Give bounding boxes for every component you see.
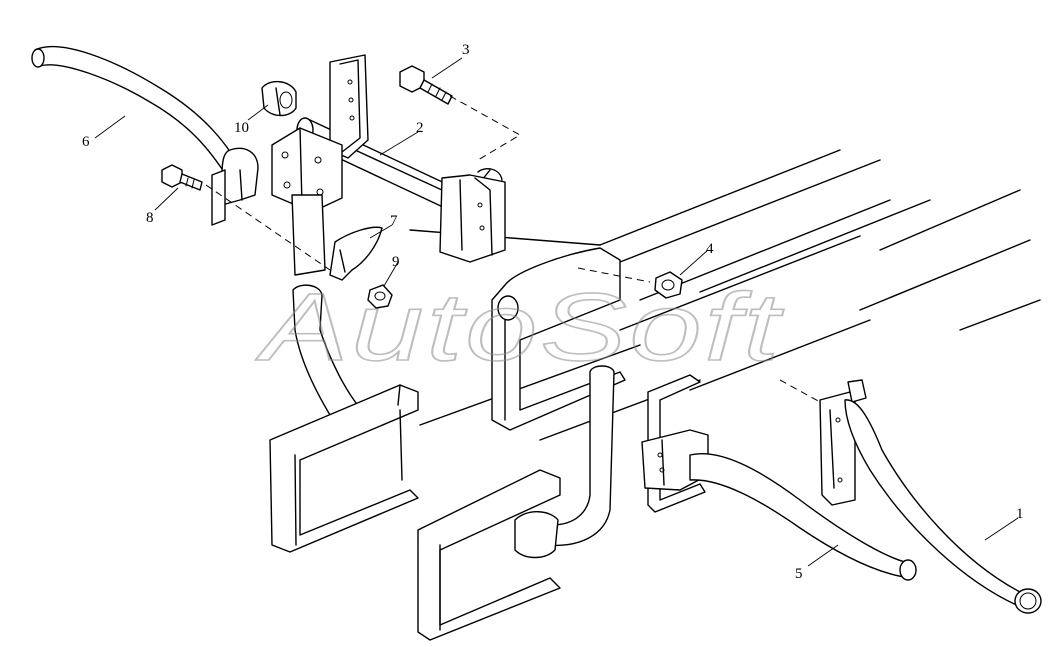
callout-1: 1: [1016, 506, 1024, 522]
mounting-plate: [271, 127, 343, 213]
callout-5: 5: [795, 566, 803, 582]
nut-9: [367, 284, 393, 309]
callout-leaders: [94, 57, 1019, 567]
callout-6: 6: [82, 134, 90, 150]
bolt-8: [161, 164, 203, 191]
watermark: AutoSoft: [255, 274, 784, 381]
bar-mounting-bracket: [439, 168, 506, 263]
callout-9: 9: [392, 254, 400, 270]
callout-2: 2: [416, 120, 424, 136]
nut-10: [261, 81, 297, 117]
callout-labels: 1 2 3 4 5 6 7 8 9 10: [82, 42, 1024, 582]
hanger-bracket: [819, 379, 867, 506]
exhaust-pipe-vertical: [291, 194, 361, 416]
exhaust-pipe-upper: [31, 46, 241, 179]
upper-bracket-plate: [329, 54, 369, 159]
callout-8: 8: [146, 210, 154, 226]
callout-7: 7: [390, 213, 398, 229]
callout-10: 10: [234, 120, 249, 136]
callout-3: 3: [462, 42, 470, 58]
frame-member-lower: [417, 469, 561, 641]
callout-4: 4: [706, 241, 714, 257]
exhaust-tail-pipe: [844, 399, 1042, 614]
assembly-lines: [205, 95, 821, 403]
exhaust-pipe-5: [689, 453, 917, 581]
bolt-3: [399, 65, 453, 105]
nut-4: [654, 271, 683, 299]
exhaust-pipe-center: [514, 365, 615, 559]
frame-member-left: [269, 384, 419, 553]
pipe-clamp-left: [211, 147, 259, 226]
